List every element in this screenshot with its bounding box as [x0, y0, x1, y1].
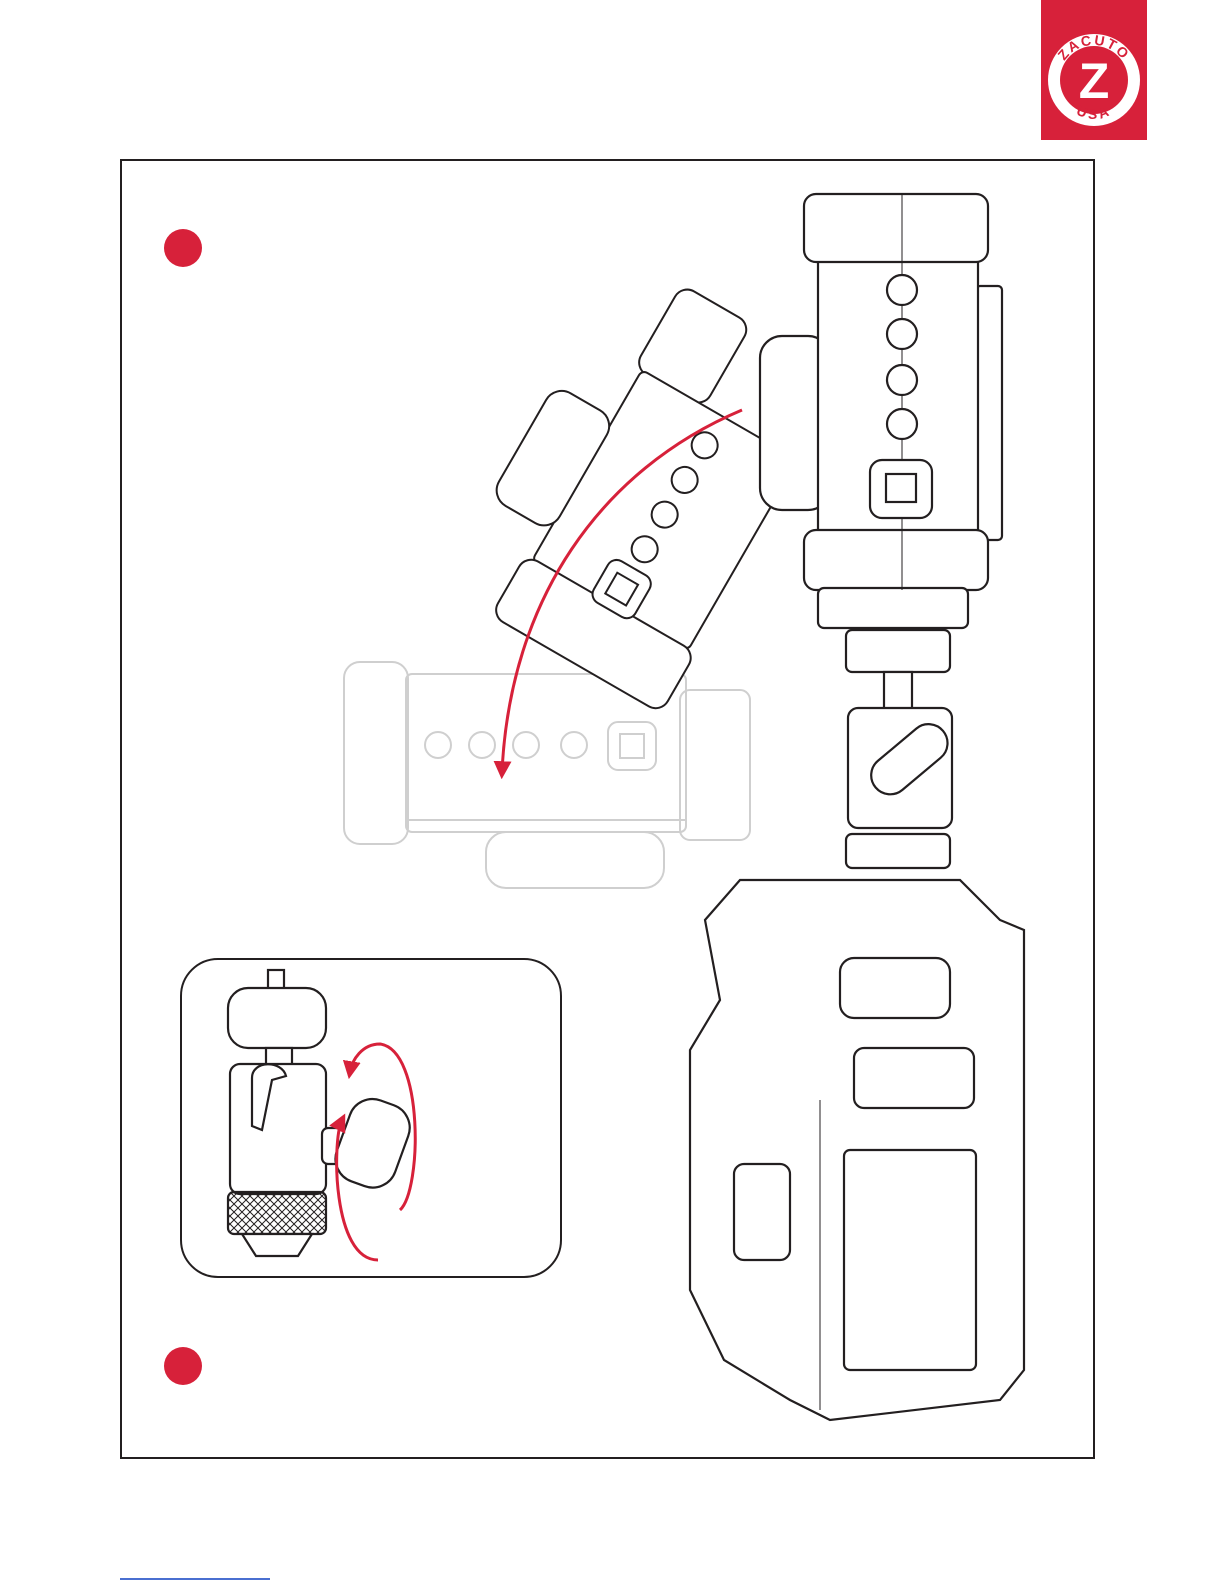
ball-head-detail-inset — [180, 958, 562, 1278]
monitor-upright-icon — [760, 194, 1002, 628]
ball-head-icon — [846, 630, 955, 868]
step-2-marker — [164, 1347, 202, 1385]
step-1-marker — [164, 229, 202, 267]
monitor-ghost-horizontal-icon — [344, 662, 750, 888]
ball-head-detail-icon — [182, 960, 560, 1276]
footer-line — [120, 1578, 270, 1580]
camera-body-icon — [690, 880, 1024, 1420]
